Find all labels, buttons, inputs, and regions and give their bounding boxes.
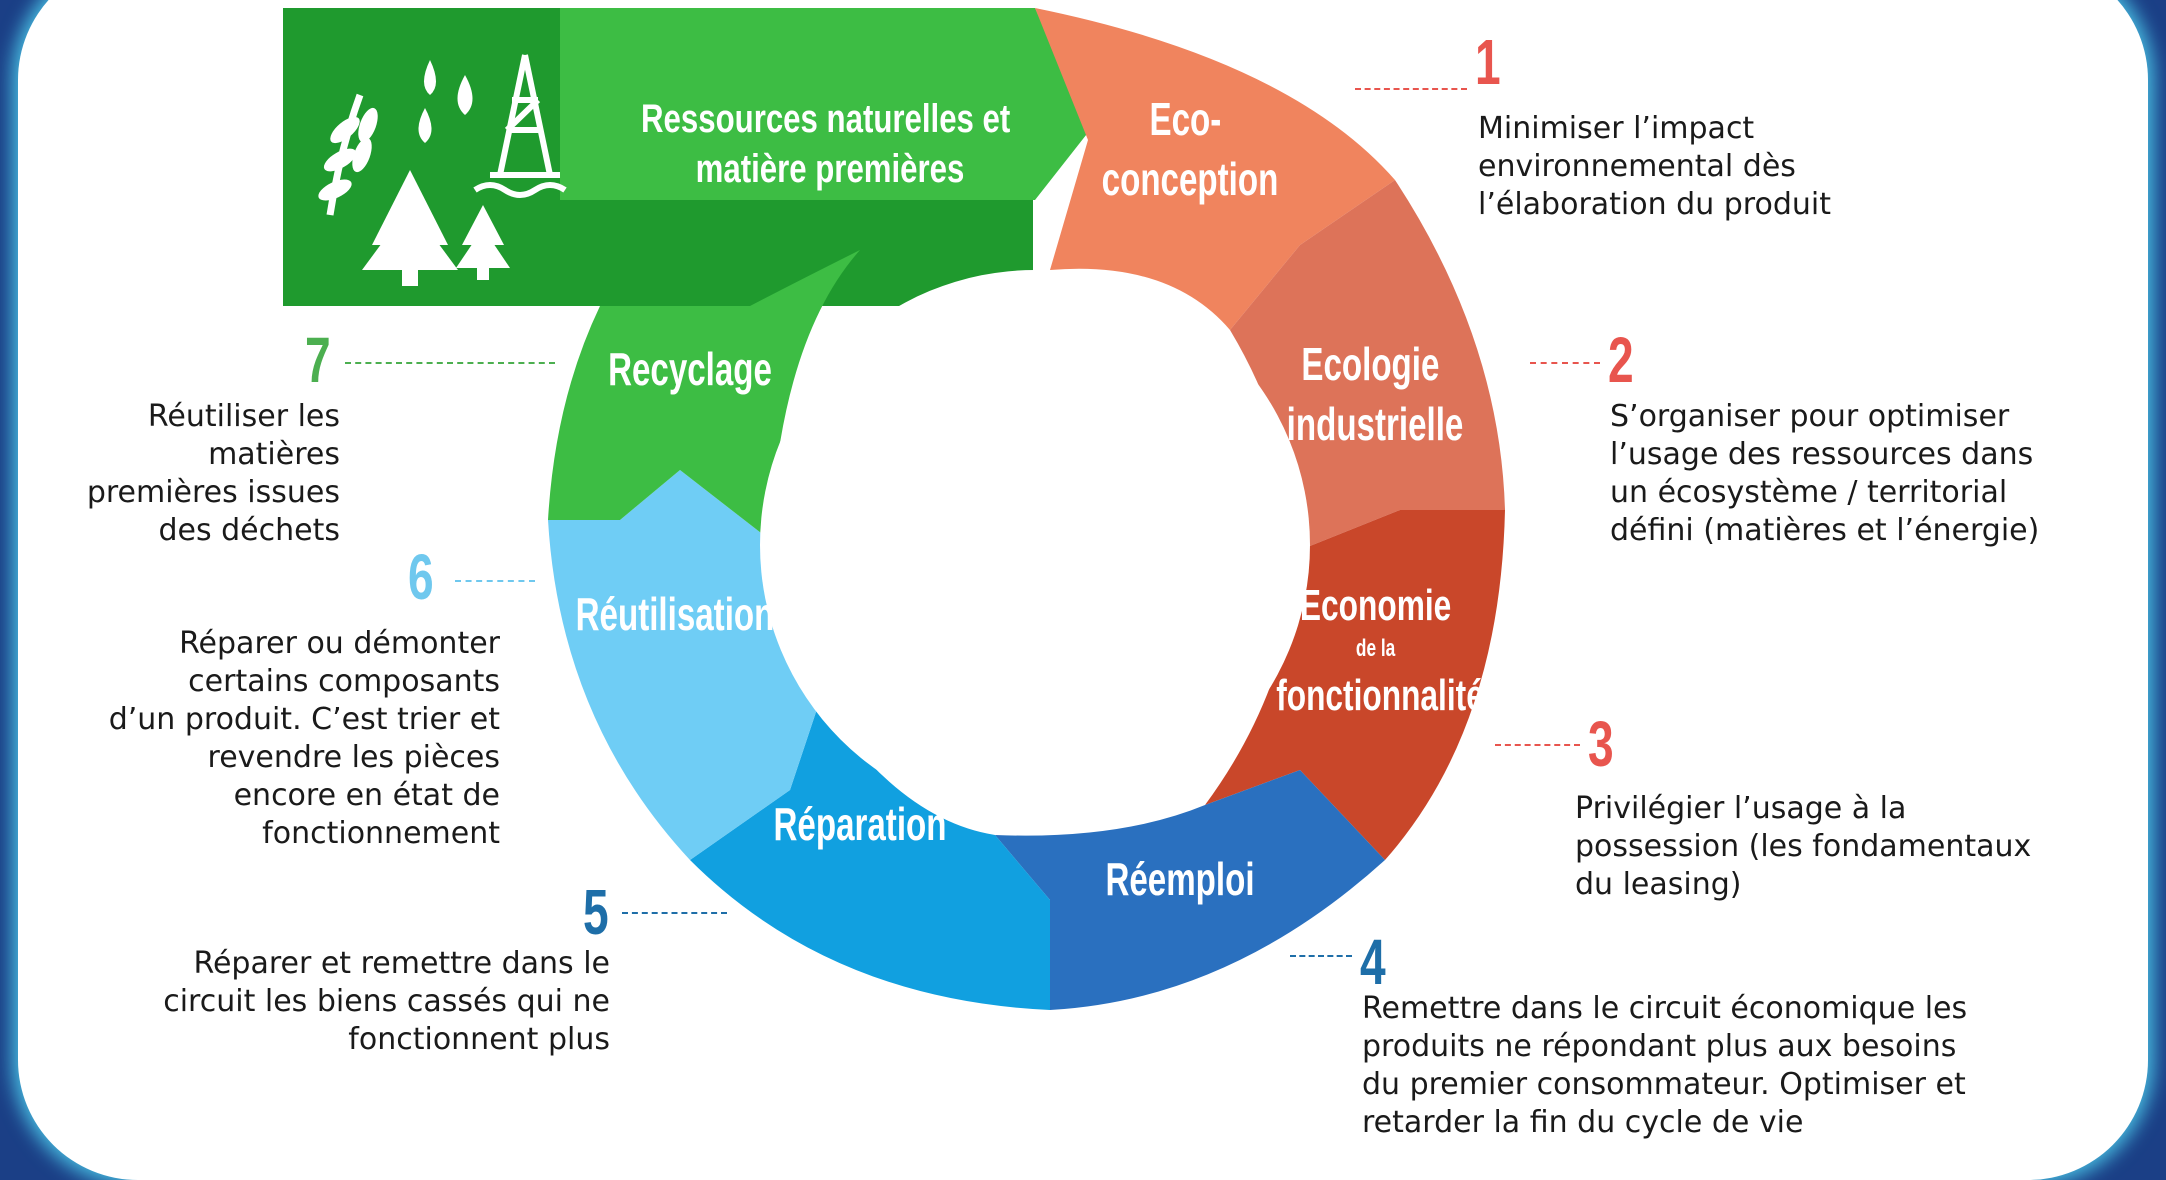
step-7-description: Réutiliser les matières premières issues… [86,399,340,548]
oil-derrick-icon [473,54,567,198]
segment-reemploi [995,770,1385,1010]
step-1-number: 1 [1475,26,1501,98]
segment-reutilisation [548,470,820,860]
step-3-number: 3 [1588,708,1614,780]
step-6-description: Réparer ou démonter certains composants … [108,626,500,851]
step-4-description: Remettre dans le circuit économique les … [1362,991,1968,1140]
step-3-leader [1495,744,1580,746]
reparation-label: Réparation [774,800,947,850]
segment-recyclage [548,250,860,540]
recyclage-label: Recyclage [608,345,772,395]
step-1-description: Minimiser l’impact environnemental dès l… [1478,111,1831,222]
step-4-number: 4 [1360,926,1386,998]
plant-icon [318,93,378,216]
step-5-number: 5 [583,876,609,948]
step-2-leader [1530,362,1600,364]
step-7-leader [345,362,555,364]
step-6-number: 6 [408,541,434,613]
reemploi-label: Réemploi [1105,855,1254,905]
step-4-leader [1290,955,1352,957]
center-circle [760,270,1310,820]
circular-economy-diagram: Ressources naturelles et matière premièr… [283,8,1505,1010]
page-frame: Ressources naturelles et matière premièr… [18,0,2148,1180]
economie-fonctionnalite-label: Economie de la fonctionnalité [1276,581,1484,720]
step-6-leader [455,580,535,582]
step-2-number: 2 [1608,324,1634,396]
resources-arrow [560,8,1090,200]
segment-economie-fonctionnalite [1205,510,1505,860]
step-2-description: S’organiser pour optimiser l’usage des r… [1610,399,2040,548]
segment-reparation [690,700,1050,1010]
eco-conception-label: Eco- conception [1102,95,1279,205]
step-7-number: 7 [305,324,331,396]
resources-label: Ressources naturelles et matière premièr… [641,96,1019,191]
tree-icon [362,170,510,286]
step-1-leader [1355,88,1467,90]
water-drops-icon [418,60,473,143]
step-5-leader [622,912,727,914]
step-3-description: Privilégier l’usage à la possession (les… [1575,791,2032,902]
segment-ecologie-industrielle [1230,180,1505,550]
segment-eco-conception [1035,8,1395,330]
reutilisation-label: Réutilisation [576,590,775,640]
step-5-description: Réparer et remettre dans le circuit les … [163,946,610,1057]
ecologie-industrielle-label: Ecologie industrielle [1287,340,1464,450]
